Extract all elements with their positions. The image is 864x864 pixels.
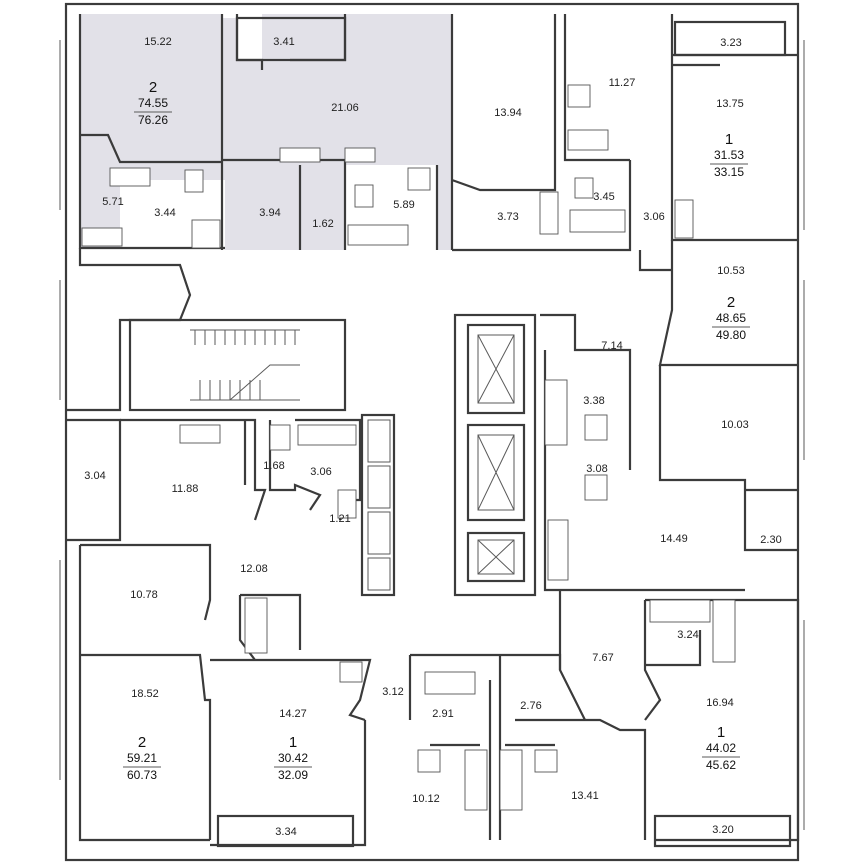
apartment-label[interactable]: 1 30.42 32.09 xyxy=(274,734,312,782)
apartment-living-area: 31.53 xyxy=(714,148,744,162)
room-area-label: 13.75 xyxy=(716,98,744,110)
room-area-label: 10.78 xyxy=(130,589,158,601)
room-area-label: 14.49 xyxy=(660,533,688,545)
room-area-label: 10.12 xyxy=(412,793,440,805)
room-area-label: 10.53 xyxy=(717,265,745,277)
apartment-total-area: 76.26 xyxy=(138,113,168,127)
room-area-label: 7.67 xyxy=(592,652,613,664)
apartment-labels: 2 74.55 76.26 1 31.53 33.15 2 48.65 49.8… xyxy=(123,79,750,782)
room-area-label: 1.68 xyxy=(263,460,284,472)
apartment-total-area: 33.15 xyxy=(714,165,744,179)
room-area-label: 3.44 xyxy=(154,207,175,219)
room-area-label: 11.27 xyxy=(609,77,636,89)
apartment-2-room-74-area[interactable] xyxy=(80,14,452,250)
apartment-living-area: 30.42 xyxy=(278,751,308,765)
room-area-label: 3.04 xyxy=(84,470,105,482)
room-area-label: 13.41 xyxy=(571,790,599,802)
apartment-label[interactable]: 1 31.53 33.15 xyxy=(710,131,748,179)
room-area-label: 3.23 xyxy=(720,37,741,49)
apartment-room-count: 2 xyxy=(727,294,735,311)
apartment-room-count: 2 xyxy=(149,79,157,96)
room-area-label: 2.91 xyxy=(432,708,453,720)
room-area-label: 11.88 xyxy=(172,483,199,495)
room-area-label: 3.41 xyxy=(273,36,294,48)
room-area-label: 3.45 xyxy=(593,191,614,203)
room-area-label: 16.94 xyxy=(706,697,734,709)
room-area-label: 3.24 xyxy=(677,629,698,641)
room-area-label: 7.14 xyxy=(601,340,622,352)
apartment-total-area: 60.73 xyxy=(127,768,157,782)
room-area-label: 3.73 xyxy=(497,211,518,223)
apartment-living-area: 74.55 xyxy=(138,96,168,110)
room-area-label: 2.30 xyxy=(760,534,781,546)
room-area-label: 3.38 xyxy=(583,395,604,407)
apartment-label[interactable]: 2 59.21 60.73 xyxy=(123,734,161,782)
room-labels: 15.22 3.41 21.06 13.94 11.27 3.23 13.75 … xyxy=(84,36,781,838)
room-area-label: 1.21 xyxy=(329,513,350,525)
room-area-label: 5.89 xyxy=(393,199,414,211)
room-area-label: 3.34 xyxy=(275,826,296,838)
apartment-room-count: 2 xyxy=(138,734,146,751)
apartment-label[interactable]: 1 44.02 45.62 xyxy=(702,724,740,772)
room-area-label: 3.94 xyxy=(259,207,280,219)
room-area-label: 13.94 xyxy=(494,107,522,119)
apartment-room-count: 1 xyxy=(725,131,733,148)
fixtures xyxy=(81,84,736,811)
room-area-label: 3.08 xyxy=(586,463,607,475)
apartment-total-area: 32.09 xyxy=(278,768,308,782)
apartment-total-area: 45.62 xyxy=(706,758,736,772)
room-area-label: 15.22 xyxy=(144,36,172,48)
room-area-label: 3.06 xyxy=(310,466,331,478)
selected-apartment-fill xyxy=(80,14,452,250)
room-area-label: 3.12 xyxy=(382,686,403,698)
apartment-living-area: 59.21 xyxy=(127,751,157,765)
exterior-walls xyxy=(59,2,805,862)
room-area-label: 3.20 xyxy=(712,824,733,836)
room-area-label: 5.71 xyxy=(102,196,123,208)
apartment-room-count: 1 xyxy=(289,734,297,751)
room-area-label: 1.62 xyxy=(312,218,333,230)
apartment-total-area: 49.80 xyxy=(716,328,746,342)
room-area-label: 21.06 xyxy=(331,102,359,114)
apartment-living-area: 44.02 xyxy=(706,741,736,755)
room-area-label: 18.52 xyxy=(131,688,159,700)
room-area-label: 3.06 xyxy=(643,211,664,223)
room-area-label: 2.76 xyxy=(520,700,541,712)
apartment-room-count: 1 xyxy=(717,724,725,741)
apartment-living-area: 48.65 xyxy=(716,311,746,325)
apartment-label[interactable]: 2 74.55 76.26 xyxy=(134,79,172,127)
room-area-label: 14.27 xyxy=(279,708,307,720)
room-area-label: 12.08 xyxy=(240,563,268,575)
room-area-label: 10.03 xyxy=(721,419,749,431)
apartment-label[interactable]: 2 48.65 49.80 xyxy=(712,294,750,342)
